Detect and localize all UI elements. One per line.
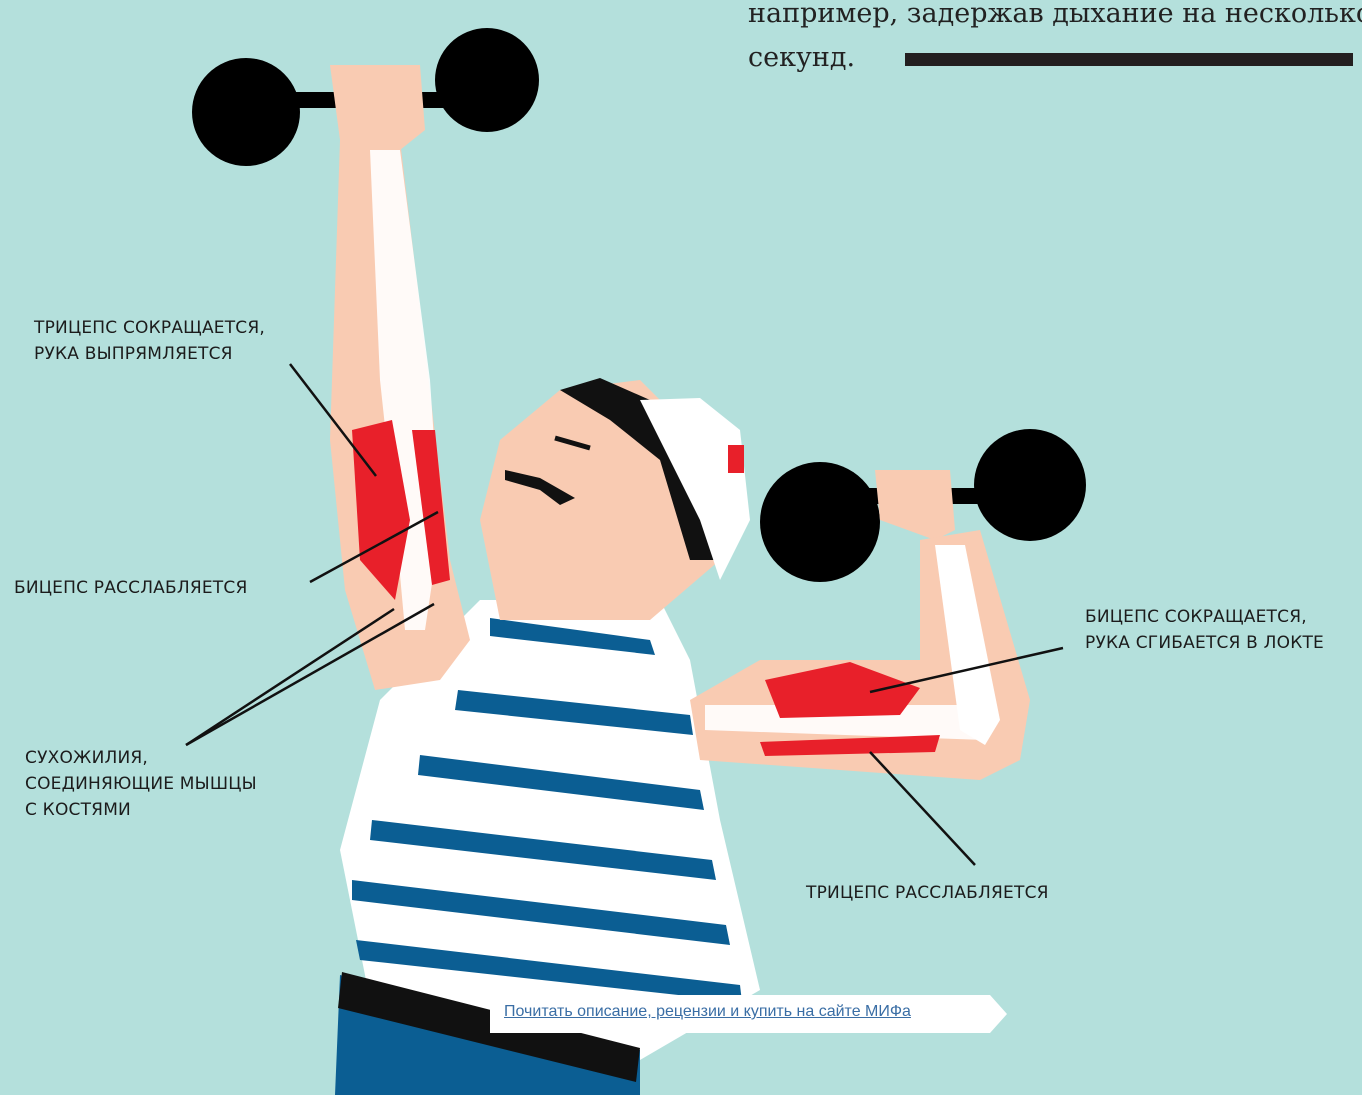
label-biceps-relaxes: БИЦЕПС РАССЛАБЛЯЕТСЯ	[14, 575, 247, 601]
buy-link-banner[interactable]: Почитать описание, рецензии и купить на …	[490, 995, 1008, 1033]
buy-link[interactable]: Почитать описание, рецензии и купить на …	[504, 1003, 911, 1021]
label-biceps-contracts: БИЦЕПС СОКРАЩАЕТСЯ, РУКА СГИБАЕТСЯ В ЛОК…	[1085, 604, 1324, 656]
raised-arm	[330, 65, 470, 690]
body-text-line-1: например, задержав дыхание на несколько	[748, 0, 1362, 29]
head	[480, 378, 750, 620]
label-tendons: СУХОЖИЛИЯ, СОЕДИНЯЮЩИЕ МЫШЦЫ С КОСТЯМИ	[25, 745, 257, 823]
label-triceps-contracts: ТРИЦЕПС СОКРАЩАЕТСЯ, РУКА ВЫПРЯМЛЯЕТСЯ	[34, 315, 265, 367]
body-text: например, задержав дыхание на несколько …	[748, 0, 1358, 80]
section-divider	[905, 53, 1353, 66]
label-triceps-relaxes: ТРИЦЕПС РАССЛАБЛЯЕТСЯ	[806, 880, 1049, 906]
